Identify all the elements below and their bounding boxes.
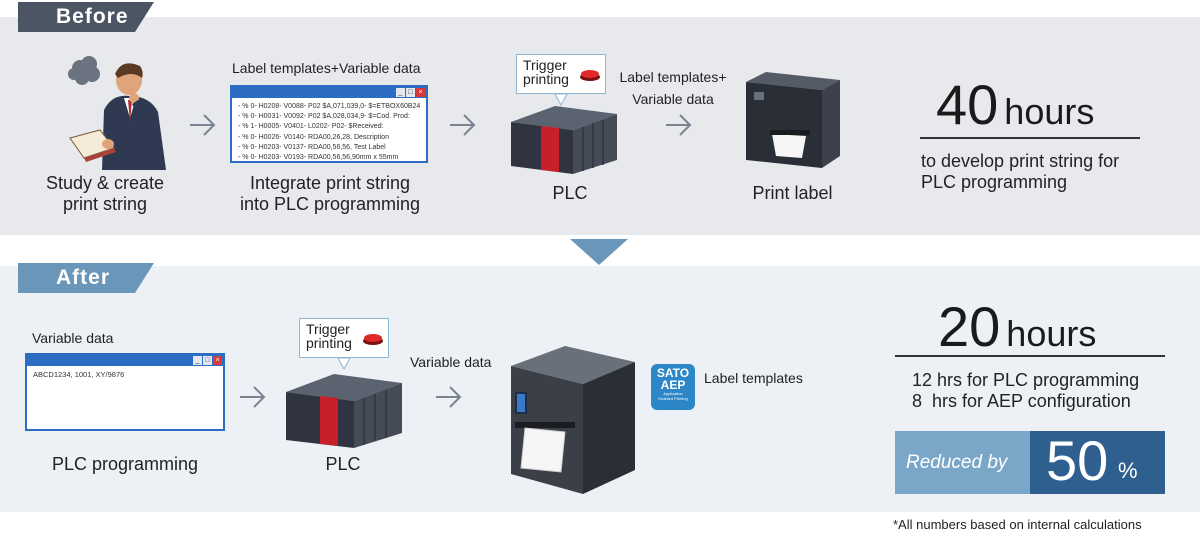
restore-icon: □ [203,356,212,365]
trigger-button-icon [580,70,600,81]
person-studying-icon [68,56,166,170]
sato-badge-line1: SATO [656,366,690,380]
after-link-label: Variable data [410,354,492,370]
minimize-icon: _ [193,356,202,365]
before-stat-line1: to develop print string for [921,151,1120,171]
code-line: - % 0- H0203- V0137- RDA00,56,56, Test L… [238,143,386,151]
trigger-line2: printing [523,71,569,87]
sato-aep-badge: SATO AEP Application Enabled Printing [651,364,695,410]
before-hours-number: 40 [936,73,999,136]
trigger-button-icon [363,334,383,345]
trigger-line1: Trigger [523,57,567,73]
variable-data-window: _ □ × ABCD1234, 1001, XY/9876 [25,353,225,431]
code-line: - % 1- H0005- V0401- L0202- P02- $Receiv… [238,123,384,131]
code-line: - % 0- H0026- V0140- RDA00,26,28, Descri… [238,133,389,141]
after-tag: After [18,263,154,293]
down-arrow-icon [570,239,628,265]
minimize-icon: _ [396,88,405,97]
footnote: *All numbers based on internal calculati… [893,517,1142,532]
sato-badge-line3: Application [663,391,683,396]
after-stat-divider [895,355,1165,357]
before-link-label: Label templates+ Variable data [618,66,728,110]
reduced-by-number: 50 [1046,429,1109,492]
trigger-line1: Trigger [306,321,350,337]
after-stat-line1: 12 hrs for PLC programming [912,370,1140,390]
integrate-caption: Integrate print string into PLC programm… [215,173,445,215]
before-tag: Before [18,2,154,32]
variable-data-text: ABCD1234, 1001, XY/9876 [33,370,125,379]
before-stat-line2: PLC programming [921,172,1068,192]
code-line: - % 0- H0203- V0193- RDA00,56,56,90mm x … [238,154,399,162]
before-templates-header: Label templates+Variable data [232,60,421,76]
reduced-by-label: Reduced by [906,452,1008,473]
restore-icon: □ [406,88,415,97]
before-stat-desc: to develop print string for PLC programm… [921,151,1119,193]
plc-device-icon [511,106,617,174]
print-string-window: _ □ × - % 0- H0208- V0088- P02 $A,071,03… [230,85,428,163]
integrate-caption-line2: into PLC programming [239,194,421,214]
code-line: - % 0- H0208- V0088- P02 $A,071,039,0- $… [238,103,421,110]
after-stat-desc: 12 hrs for PLC programming 8 hrs for AEP… [912,370,1139,412]
after-hours-number: 20 [938,295,1001,358]
study-caption-line2: print string [62,194,148,214]
plc-device-icon [286,374,402,448]
close-icon: × [416,88,425,97]
arrow-right-icon [450,114,476,136]
callout-pointer-icon [337,358,351,370]
close-icon: × [213,356,222,365]
study-caption: Study & create print string [30,173,180,215]
label-printer-icon [746,72,840,168]
trigger-printing-callout: Trigger printing [516,54,606,94]
plc-caption-after: PLC [325,454,361,474]
label-templates-label: Label templates [704,370,803,386]
before-hours-unit: hours [1004,91,1095,132]
reduced-by-percent: % [1118,458,1138,483]
window-titlebar: _ □ × [27,355,223,366]
arrow-right-icon [436,386,462,408]
link-label-line1: Label templates+ [619,69,727,85]
reduced-by-value-box [1030,431,1165,494]
trigger-line2: printing [306,335,352,351]
arrow-right-icon [240,386,266,408]
print-string-lines: - % 0- H0208- V0088- P02 $A,071,039,0- $… [232,98,426,167]
study-caption-line1: Study & create [45,173,165,193]
sato-badge-line2: AEP [660,378,686,392]
callout-pointer-icon [554,94,568,106]
after-stat-line2: 8 hrs for AEP configuration [912,391,1131,411]
plc-caption-before: PLC [552,183,588,203]
after-variable-header: Variable data [32,330,114,346]
window-titlebar: _ □ × [232,87,426,98]
after-hours-unit: hours [1006,313,1097,354]
plc-programming-caption: PLC programming [51,454,199,474]
arrow-right-icon [666,114,692,136]
integrate-caption-line1: Integrate print string [249,173,411,193]
sato-printer-icon [511,346,635,494]
code-line: - % 0- H0031- V0092- P02 $A,028,034,9- $… [238,113,410,121]
print-label-caption: Print label [752,183,833,203]
before-stat-divider [920,137,1140,139]
arrow-right-icon [190,114,216,136]
link-label-line2: Variable data [632,91,714,107]
sato-badge-line4: Enabled Printing [658,396,688,401]
